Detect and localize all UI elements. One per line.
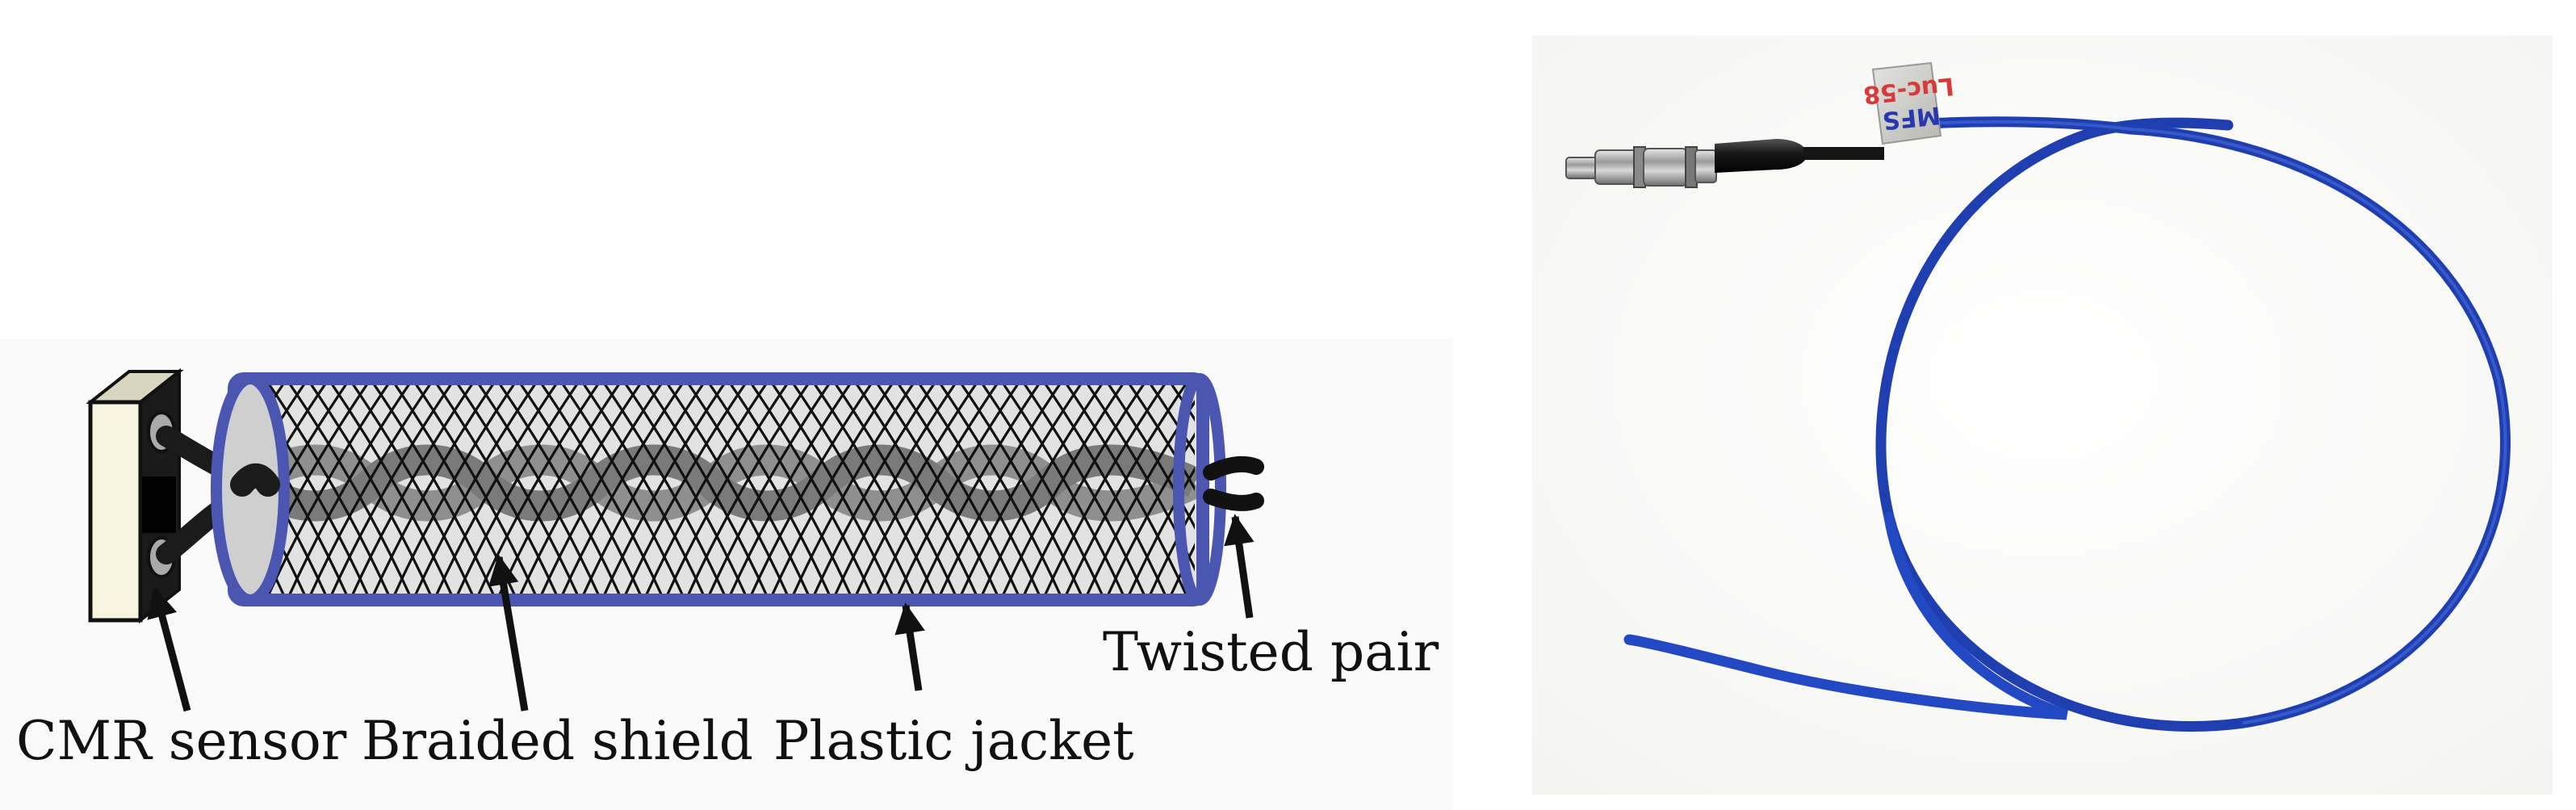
mesh-strand [812,383,936,596]
mesh-strand [728,383,852,596]
label-cmr-sensor: CMR sensor [16,710,347,772]
mesh-strand [1022,383,1146,596]
arrow-plastic-jacket [894,602,925,691]
mesh-strand [707,383,831,596]
label-braided-shield: Braided shield [362,710,753,772]
mesh-strand [770,383,894,596]
mesh-strand [1148,383,1195,596]
twisted-pair-stub [1203,455,1264,511]
lemo-connector [1565,139,1884,188]
cable-diagram: CMR sensor Braided shield Plastic jacket… [0,339,1453,810]
mesh-strand [623,383,748,596]
mesh-strand [434,383,559,596]
mesh-strand [266,383,391,596]
mesh-strand [791,383,915,596]
label-arrows [147,514,1254,712]
cmr-sensor-block [86,367,184,624]
mesh-strand [413,383,538,596]
tag-text-mfs: MFS [1881,100,1941,134]
mesh-strand [287,383,412,596]
inner-wire-b [247,444,1202,522]
mesh-strand [308,383,433,596]
mesh-strand [1127,383,1195,596]
mesh-strand [497,383,622,596]
left-end-wires [230,463,280,497]
mesh-strand [854,383,978,596]
mesh-strand [455,383,580,596]
blue-cable [1623,116,2511,732]
cable-photo: MFS Luc-58 [1532,36,2553,795]
mesh-strand [1106,383,1195,596]
arrow-cmr-sensor [147,586,191,712]
connector-sleeve [1803,147,1884,160]
mesh-strand [476,383,601,596]
mesh-strand [581,383,706,596]
mesh-strand [665,383,790,596]
cable-right-end [1173,373,1226,606]
mesh-strand [602,383,727,596]
arrow-braided-shield [488,554,529,711]
mesh-strand [1064,383,1188,596]
cable-tag: MFS Luc-58 [1862,61,1955,145]
label-plastic-jacket: Plastic jacket [773,710,1134,772]
mesh-strand [518,383,643,596]
mesh-strand [1148,383,1195,596]
mesh-strand [959,383,1083,596]
mesh-strand [896,383,1020,596]
mesh-strand [980,383,1104,596]
mesh-strand [1001,383,1125,596]
arrow-twisted-pair [1224,514,1254,619]
mesh-strand [686,383,810,596]
mesh-strand [1043,383,1167,596]
mesh-strand [1085,383,1195,596]
mesh-strand [917,383,1041,596]
mesh-strand [371,383,496,596]
mesh-strand [329,383,454,596]
mesh-strand [875,383,999,596]
mesh-strand [350,383,475,596]
mesh-strand [833,383,957,596]
mesh-strand [749,383,873,596]
label-twisted-pair: Twisted pair [1103,621,1439,683]
mesh-strand [560,383,685,596]
connector-boot [1715,139,1805,173]
mesh-strand [539,383,664,596]
mesh-strand [644,383,769,596]
mesh-strand [938,383,1062,596]
